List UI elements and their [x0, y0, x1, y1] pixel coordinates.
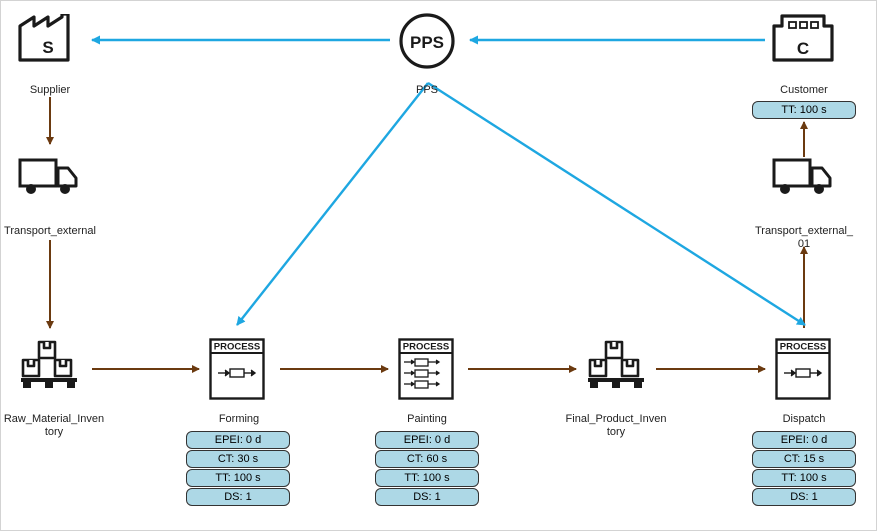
raw-material-inventory-label-line2: tory: [44, 426, 64, 438]
forming-info-ct: CT: 30 s: [186, 450, 290, 468]
customer-info-tt: TT: 100 s: [752, 101, 856, 119]
forming-process-icon: PROCESS: [209, 338, 265, 400]
painting-label: Painting: [407, 413, 447, 425]
pps-label: PPS: [415, 84, 438, 96]
dispatch-process-icon: PROCESS: [775, 338, 831, 400]
final-product-inventory-icon: [588, 340, 644, 388]
painting-process-icon: PROCESS: [398, 338, 454, 400]
painting-info-ct: CT: 60 s: [375, 450, 479, 468]
raw-material-inventory-label-line1: Raw_Material_Inven: [3, 413, 105, 425]
raw-material-inventory-label: Raw_Material_Inven tory: [0, 413, 114, 439]
final-product-inventory-label: Final_Product_Inven tory: [556, 413, 676, 439]
supplier-label: Supplier: [29, 84, 71, 96]
dispatch-label: Dispatch: [782, 413, 826, 425]
forming-label: Forming: [218, 413, 260, 425]
painting-process-header: PROCESS: [403, 342, 449, 353]
info-pps-to-dispatch: [427, 81, 806, 327]
transport-external-01-label-line1: Transport_external_: [754, 225, 854, 237]
final-product-inventory-label-line1: Final_Product_Inven: [565, 413, 667, 425]
forming-info-ds: DS: 1: [186, 488, 290, 506]
dispatch-info-ct: CT: 15 s: [752, 450, 856, 468]
transport-external-01-label: Transport_external_ 01: [744, 225, 864, 251]
info-pps-to-forming: [236, 82, 429, 326]
forming-info-epei: EPEI: 0 d: [186, 431, 290, 449]
dispatch-process-header: PROCESS: [780, 342, 826, 353]
pps-production-control-icon: PPS: [399, 13, 455, 69]
transport-external-01-truck-icon: [772, 158, 832, 194]
customer-icon-letter: C: [797, 39, 809, 58]
forming-info-tt: TT: 100 s: [186, 469, 290, 487]
transport-external-01-label-line2: 01: [797, 238, 811, 250]
final-product-inventory-label-line2: tory: [606, 426, 626, 438]
supplier-factory-icon: S: [18, 14, 70, 62]
forming-process-header: PROCESS: [214, 342, 260, 353]
dispatch-info-epei: EPEI: 0 d: [752, 431, 856, 449]
pps-icon-text: PPS: [410, 33, 444, 52]
transport-external-label: Transport_external: [4, 225, 96, 237]
painting-info-tt: TT: 100 s: [375, 469, 479, 487]
painting-info-ds: DS: 1: [375, 488, 479, 506]
painting-info-epei: EPEI: 0 d: [375, 431, 479, 449]
transport-external-truck-icon: [18, 158, 78, 194]
supplier-icon-letter: S: [42, 38, 53, 57]
dispatch-info-tt: TT: 100 s: [752, 469, 856, 487]
customer-factory-icon: C: [772, 14, 834, 62]
raw-material-inventory-icon: [21, 340, 77, 388]
dispatch-info-ds: DS: 1: [752, 488, 856, 506]
customer-label: Customer: [780, 84, 828, 96]
